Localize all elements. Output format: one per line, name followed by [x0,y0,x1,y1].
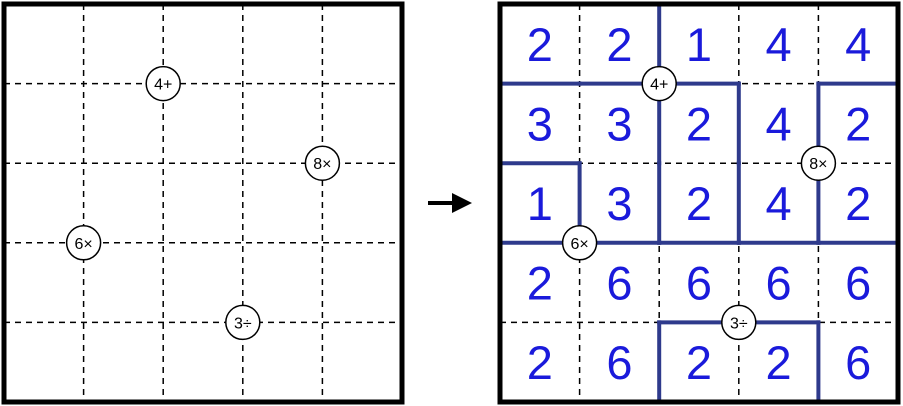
board-frame [1,1,405,405]
cell-digit: 3 [606,177,632,230]
cell-digit: 4 [766,177,792,230]
board-frame [497,1,901,405]
clue-circle [561,225,598,261]
cell-digit: 2 [527,18,553,71]
clue-label: 6× [570,236,588,253]
cell-digit: 1 [686,18,712,71]
clue-circle [721,304,757,341]
clue-badge: 8× [800,145,837,181]
clue-badge: 4+ [145,65,181,102]
cell-digit: 2 [845,177,871,230]
cell-digit: 4 [766,97,792,150]
clue-badge: 3÷ [721,304,757,341]
cell-digit: 3 [527,97,553,150]
cell-digit: 6 [766,257,792,310]
cell-digit: 2 [766,336,792,389]
cell-digit: 2 [686,177,712,230]
clue-circle [641,65,677,102]
cell-digit: 6 [606,257,632,310]
cell-digit: 2 [845,97,871,150]
clue-circle [800,145,837,181]
cell-digit: 4 [766,18,792,71]
clue-label: 3÷ [234,315,252,332]
cell-digit: 2 [686,97,712,150]
right-arrow-icon [428,193,472,213]
cell-digit: 6 [686,257,712,310]
clue-label: 8× [809,156,827,173]
clue-badge: 4+ [641,65,677,102]
clue-circle [65,225,102,261]
clue-circle [304,145,341,181]
clue-circle [225,304,261,341]
clue-badge: 8× [304,145,341,181]
cell-digit: 2 [527,336,553,389]
clue-label: 8× [313,156,331,173]
cell-digit: 1 [527,177,553,230]
clue-badge: 6× [65,225,102,261]
clue-label: 3÷ [730,315,748,332]
puzzle-board-unsolved: 4+ 8× 6× 3÷ [1,1,405,405]
clue-label: 4+ [650,77,668,94]
cell-digit: 6 [606,336,632,389]
cell-digit: 4 [845,18,871,71]
cell-digit: 3 [606,97,632,150]
clue-label: 6× [74,236,92,253]
cell-digit: 2 [606,18,632,71]
clue-label: 4+ [154,77,172,94]
clue-badge: 3÷ [225,304,261,341]
clue-badge: 6× [561,225,598,261]
cell-digit: 6 [845,336,871,389]
clue-circle [145,65,181,102]
cell-digit: 2 [527,257,553,310]
cell-digit: 2 [686,336,712,389]
cell-digit: 6 [845,257,871,310]
